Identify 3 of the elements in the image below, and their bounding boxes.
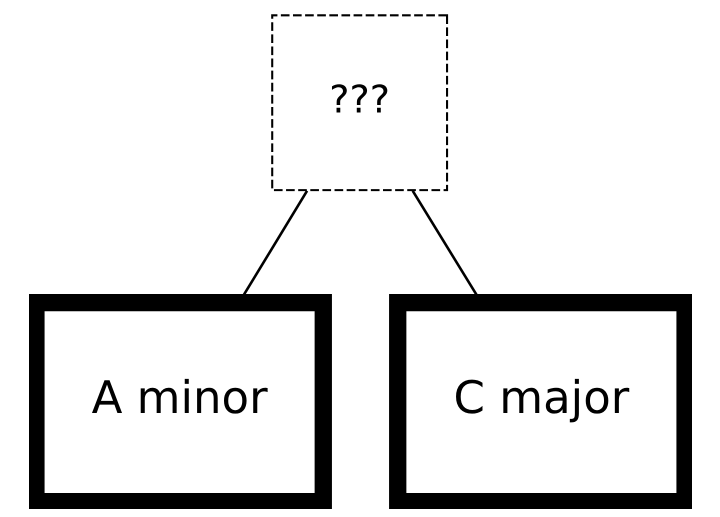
node-box: ???	[270, 14, 448, 192]
node-box: A minor	[28, 294, 332, 509]
node-box: C major	[388, 294, 692, 509]
